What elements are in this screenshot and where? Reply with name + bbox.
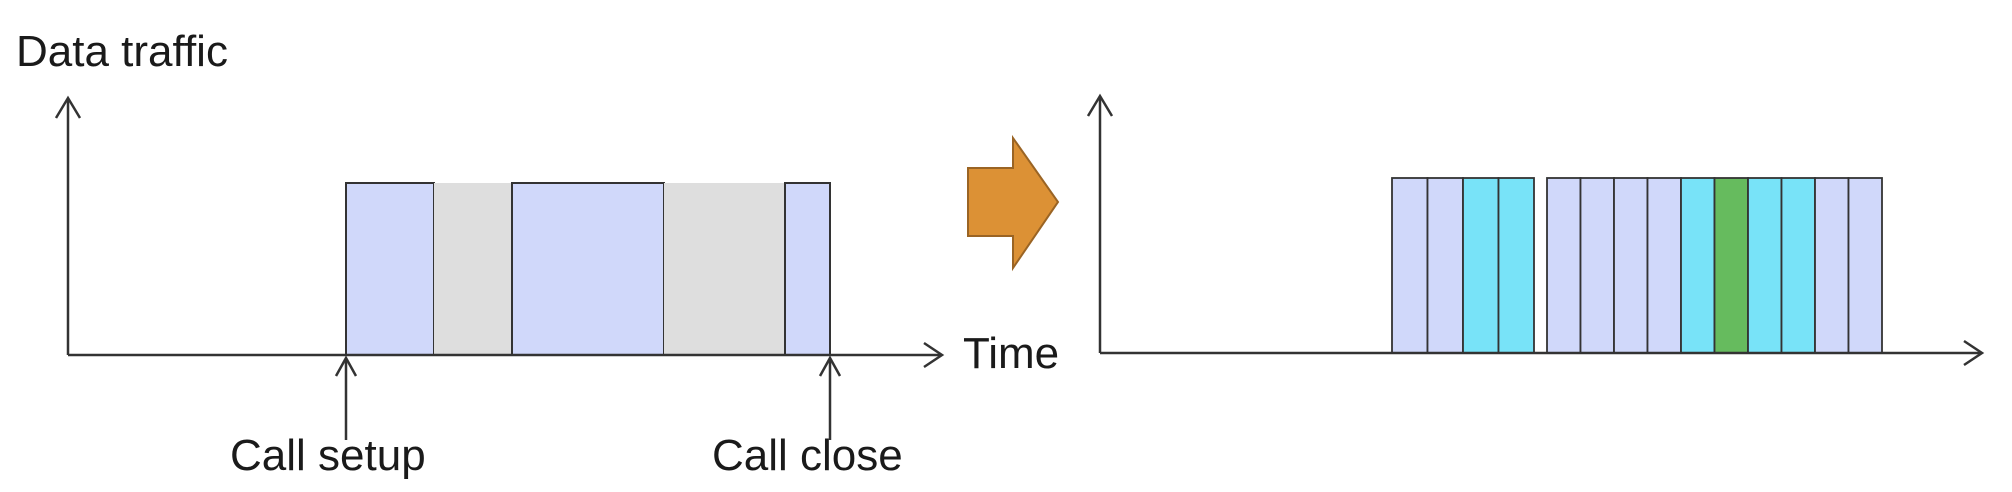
right-slot-cyan <box>1462 177 1500 354</box>
right-diagram <box>1086 93 1985 367</box>
call-close-arrowhead <box>818 355 842 377</box>
call-close-label: Call close <box>712 431 903 480</box>
right-slot-cyan <box>1680 177 1716 354</box>
left-segment-idle <box>664 183 785 355</box>
left-y-axis-arrowhead <box>54 95 82 119</box>
transform-arrow-icon <box>967 134 1060 272</box>
call-setup-arrowhead <box>334 355 358 377</box>
call-setup-label: Call setup <box>230 431 426 480</box>
right-traffic-slots <box>1391 177 1883 354</box>
right-x-axis-arrowhead <box>1963 339 1985 367</box>
right-y-axis-arrowhead <box>1086 93 1114 117</box>
right-slot-green <box>1713 177 1749 354</box>
right-slot-cyan <box>1497 177 1535 354</box>
left-segment-active <box>784 182 831 356</box>
right-slot-active <box>1546 177 1582 354</box>
right-slot-active <box>1613 177 1649 354</box>
right-slot-active <box>1847 177 1883 354</box>
right-slot-active <box>1391 177 1429 354</box>
left-segment-idle <box>434 183 512 355</box>
right-slot-cyan <box>1747 177 1783 354</box>
right-slot-active <box>1646 177 1682 354</box>
left-traffic-segments <box>345 182 831 356</box>
right-slot-active <box>1814 177 1850 354</box>
right-slot-cyan <box>1780 177 1816 354</box>
left-x-axis-arrowhead <box>923 341 945 369</box>
right-slot-active <box>1426 177 1464 354</box>
right-slot-active <box>1579 177 1615 354</box>
left-segment-active <box>345 182 435 356</box>
y-axis-label: Data traffic <box>16 27 228 76</box>
left-diagram: Data traffic Time Call setup Call close <box>16 27 1059 480</box>
left-segment-active <box>511 182 665 356</box>
x-axis-label: Time <box>963 329 1059 378</box>
